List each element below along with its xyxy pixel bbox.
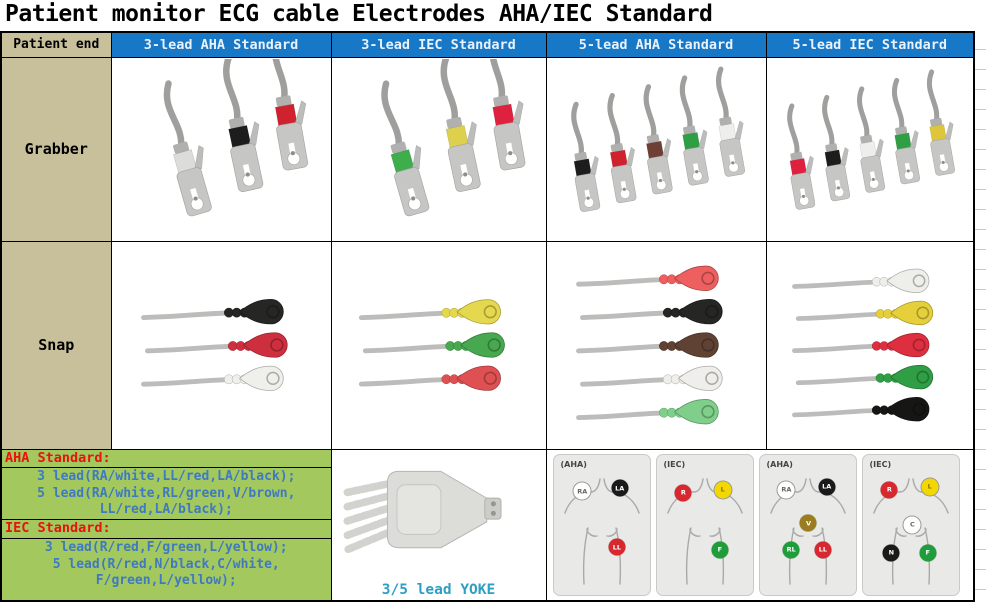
electrode-LA: LA xyxy=(611,479,629,497)
electrode-R: R xyxy=(674,484,692,502)
electrode-RA: RA xyxy=(573,482,591,500)
grabber-3-lead-iec-image xyxy=(380,59,525,217)
page-title: Patient monitor ECG cable Electrodes AHA… xyxy=(5,1,713,27)
iec-5-lead-note: 5 lead(R/red,N/black,C/white, xyxy=(52,556,280,572)
yoke-connector-image xyxy=(343,470,502,553)
electrode-F: F xyxy=(919,544,937,562)
row-label-snap: Snap xyxy=(0,240,112,450)
iec-standard-heading: IEC Standard: xyxy=(2,519,330,540)
grabber-5-lead-iec-image xyxy=(787,69,956,210)
panel-label: (AHA) xyxy=(560,459,587,469)
grabber-5-lead-aha-image xyxy=(570,66,745,212)
row-label-grabber: Grabber xyxy=(0,56,112,242)
placement-panel-2: (IEC) R L F xyxy=(655,453,754,596)
aha-3-lead-note: 3 lead(RA/white,LL/red,LA/black); xyxy=(37,469,296,485)
electrode-RL: RL xyxy=(782,541,800,559)
column-header-5-lead-aha: 5-lead AHA Standard xyxy=(545,31,767,58)
column-header-5-lead-iec: 5-lead IEC Standard xyxy=(765,31,975,58)
electrode-L: L xyxy=(714,481,732,499)
body-outline-sketch xyxy=(769,478,846,585)
standards-notes-cell: AHA Standard: 3 lead(RA/white,LL/red,LA/… xyxy=(0,448,332,602)
column-header-3-lead-aha: 3-lead AHA Standard xyxy=(110,31,332,58)
cell-grabber-3-lead-iec xyxy=(330,56,547,242)
body-outline-sketch xyxy=(666,478,743,585)
yoke-cell: 3/5 lead YOKE xyxy=(330,448,547,602)
snap-5-lead-aha-image xyxy=(575,265,723,425)
iec-5-lead-note-cont: F/green,L/yellow); xyxy=(95,572,237,588)
electrode-RA: RA xyxy=(777,481,795,499)
snap-3-lead-iec-image xyxy=(358,299,505,391)
panel-label: (IEC) xyxy=(869,459,892,469)
iec-3-lead-note: 3 lead(R/red,F/green,L/yellow); xyxy=(44,540,288,556)
aha-5-lead-note: 5 lead(RA/white,RL/green,V/brown, xyxy=(37,485,296,501)
body-outline-sketch xyxy=(563,478,640,585)
column-header-3-lead-iec: 3-lead IEC Standard xyxy=(330,31,547,58)
electrode-F: F xyxy=(711,541,729,559)
cell-snap-5-lead-iec xyxy=(765,240,975,450)
electrode-L: L xyxy=(921,478,939,496)
header-corner: Patient end xyxy=(0,31,112,58)
electrode-LL: LL xyxy=(814,541,832,559)
electrode-C: C xyxy=(903,516,921,534)
placement-panel-1: (AHA) RA LA LL xyxy=(552,453,651,596)
electrode-LL: LL xyxy=(608,538,626,556)
cell-snap-3-lead-iec xyxy=(330,240,547,450)
electrode-V: V xyxy=(799,514,817,532)
cell-snap-5-lead-aha xyxy=(545,240,767,450)
electrode-N: N xyxy=(882,544,900,562)
yoke-caption: 3/5 lead YOKE xyxy=(381,582,496,598)
cell-grabber-5-lead-aha xyxy=(545,56,767,242)
aha-5-lead-note-cont: LL/red,LA/black); xyxy=(99,502,233,518)
snap-3-lead-aha-image xyxy=(140,299,288,391)
cell-grabber-5-lead-iec xyxy=(765,56,975,242)
grabber-3-lead-aha-image xyxy=(163,59,308,217)
panel-label: (IEC) xyxy=(663,459,686,469)
electrode-R: R xyxy=(880,481,898,499)
electrode-LA: LA xyxy=(818,478,836,496)
aha-standard-heading: AHA Standard: xyxy=(2,450,330,469)
snap-5-lead-iec-image xyxy=(792,268,934,422)
cell-grabber-3-lead-aha xyxy=(110,56,332,242)
comparison-table: Patient end 3-lead AHA Standard 3-lead I… xyxy=(0,31,975,602)
panel-label: (AHA) xyxy=(766,459,793,469)
spreadsheet-gridlines xyxy=(973,30,986,607)
cell-snap-3-lead-aha xyxy=(110,240,332,450)
